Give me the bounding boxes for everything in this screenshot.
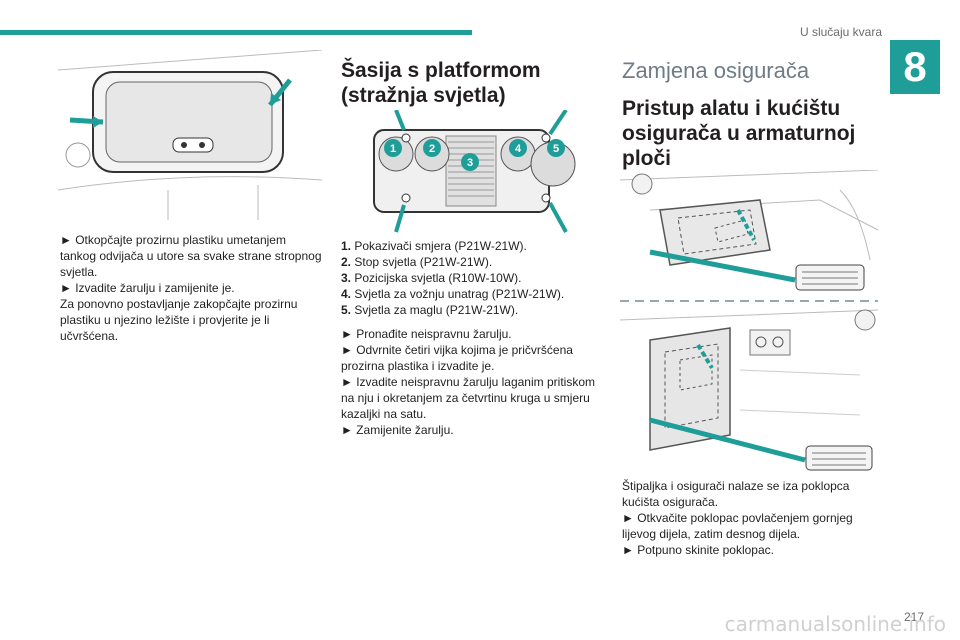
list-text: Svjetla za maglu (P21W-21W). [354, 303, 519, 317]
paragraph: ► Otkopčajte prozirnu plastiku umetanjem… [60, 233, 322, 279]
col2-list: 1. Pokazivači smjera (P21W-21W). 2. Stop… [341, 238, 603, 318]
list-text: Pozicijska svjetla (R10W-10W). [354, 271, 522, 285]
paragraph: ► Pronađite neispravnu žarulju. [341, 327, 512, 341]
list-text: Svjetla za vožnju unatrag (P21W-21W). [354, 287, 565, 301]
list-item: 4. Svjetla za vožnju unatrag (P21W-21W). [341, 286, 603, 302]
fuse-box-illustration [620, 170, 878, 471]
heading-line: Pristup alatu i kućištu [622, 97, 841, 120]
rear-light-illustration: 1 2 3 4 5 [373, 110, 576, 233]
list-number: 2. [341, 255, 352, 269]
section-title: U slučaju kvara [799, 25, 882, 39]
list-number: 3. [341, 271, 352, 285]
ceiling-lamp-illustration [58, 50, 322, 220]
lamp-number-3: 3 [467, 157, 473, 169]
chapter-badge: 8 [890, 40, 940, 94]
heading-line: (stražnja svjetla) [341, 84, 506, 107]
header-accent-bar [0, 30, 472, 35]
page-number: 217 [903, 610, 924, 624]
paragraph: ► Odvrnite četiri vijka kojima je pričvr… [341, 343, 573, 373]
paragraph: ► Izvadite žarulju i zamijenite je. [60, 281, 235, 295]
lamp-number-1: 1 [390, 143, 396, 155]
list-number: 1. [341, 239, 352, 253]
list-item: 5. Svjetla za maglu (P21W-21W). [341, 302, 603, 318]
heading-line: Šasija s platformom [341, 59, 541, 82]
list-text: Stop svjetla (P21W-21W). [354, 255, 493, 269]
col3-text: Štipaljka i osigurači nalaze se iza pokl… [622, 478, 872, 558]
watermark: carmanualsonline.info [724, 612, 946, 636]
list-item: 3. Pozicijska svjetla (R10W-10W). [341, 270, 603, 286]
heading-rear-lights: Šasija s platformom (stražnja svjetla) [341, 58, 591, 108]
paragraph: Za ponovno postavljanje zakopčajte prozi… [60, 297, 298, 343]
list-number: 4. [341, 287, 352, 301]
list-text: Pokazivači smjera (P21W-21W). [354, 239, 527, 253]
paragraph: ► Otkvačite poklopac povlačenjem gornjeg… [622, 511, 853, 541]
list-item: 1. Pokazivači smjera (P21W-21W). [341, 238, 603, 254]
lamp-number-2: 2 [429, 143, 435, 155]
paragraph: ► Izvadite neispravnu žarulju laganim pr… [341, 375, 595, 421]
paragraph: ► Potpuno skinite poklopac. [622, 543, 774, 557]
heading-line: ploči [622, 147, 672, 170]
paragraph: Štipaljka i osigurači nalaze se iza pokl… [622, 479, 850, 509]
col2-steps: ► Pronađite neispravnu žarulju. ► Odvrni… [341, 326, 605, 438]
col1-text: ► Otkopčajte prozirnu plastiku umetanjem… [60, 232, 322, 344]
lamp-number-4: 4 [515, 143, 522, 155]
list-item: 2. Stop svjetla (P21W-21W). [341, 254, 603, 270]
heading-line: osigurača u armaturnoj [622, 122, 856, 145]
list-number: 5. [341, 303, 352, 317]
lamp-number-5: 5 [553, 143, 559, 155]
paragraph: ► Zamijenite žarulju. [341, 423, 454, 437]
heading-fuse-access: Pristup alatu i kućištu osigurača u arma… [622, 96, 872, 171]
heading-fuse-replacement: Zamjena osigurača [622, 58, 810, 83]
